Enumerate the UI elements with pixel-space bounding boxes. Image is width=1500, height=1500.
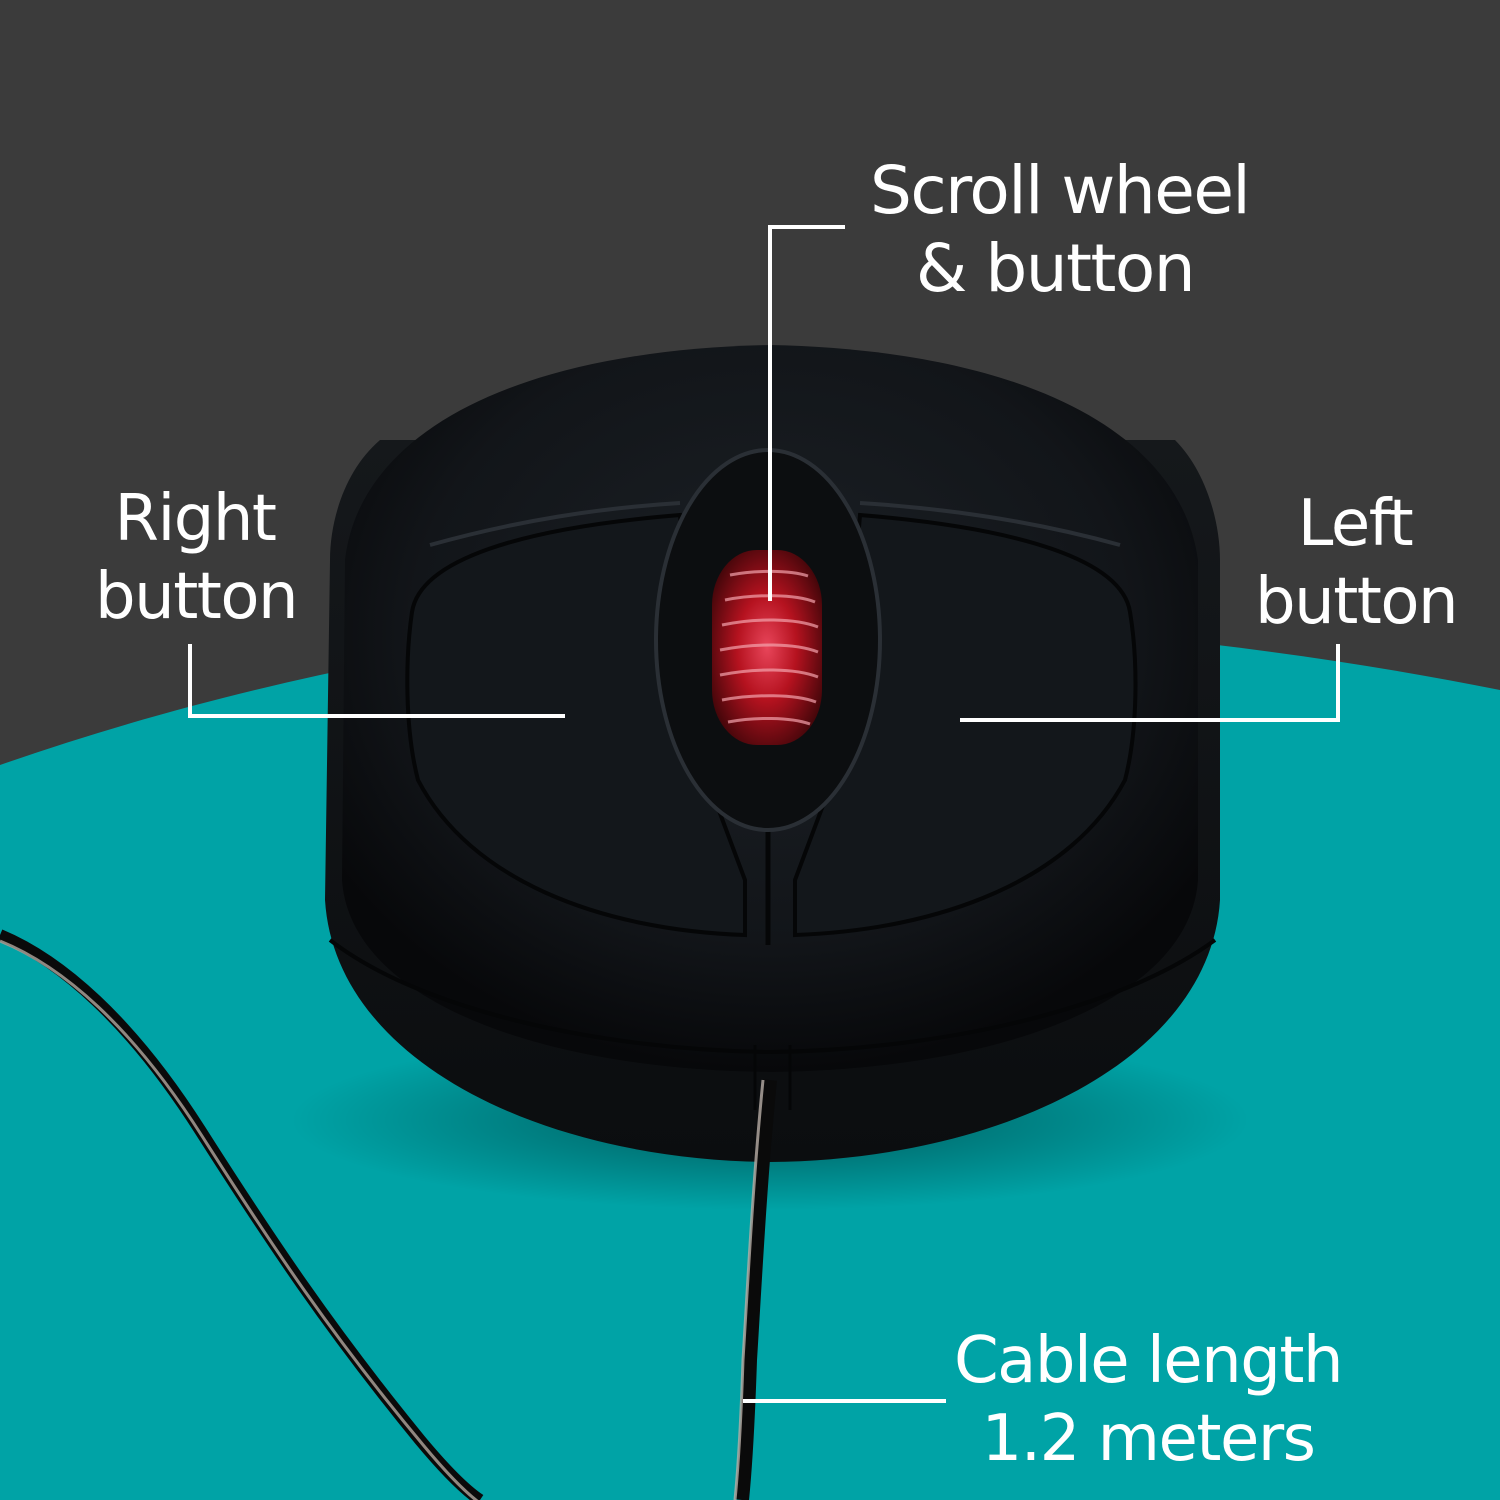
right-button-leader-horizontal <box>188 714 565 718</box>
scroll-wheel-label-line1: Scroll wheel <box>870 152 1251 229</box>
cable-length-label: Cable length 1.2 meters <box>948 1322 1348 1478</box>
right-button-label: Right button <box>95 480 299 636</box>
left-button-label-line1: Left <box>1297 487 1414 561</box>
right-button-label-line1: Right <box>114 482 277 556</box>
scroll-wheel-leader-vertical <box>768 225 772 601</box>
left-button-leader-horizontal <box>960 718 1340 722</box>
scroll-wheel-label: Scroll wheel & button <box>870 152 1251 308</box>
mouse-cable <box>735 1079 777 1500</box>
right-button-label-line2: button <box>95 560 299 634</box>
left-button-label: Left button <box>1255 485 1459 641</box>
left-button-leader-vertical <box>1336 644 1340 722</box>
right-button-leader-vertical <box>188 644 192 718</box>
cable-leader-horizontal <box>743 1399 946 1403</box>
scroll-wheel-leader-horizontal <box>768 225 845 229</box>
scroll-wheel-label-line2: & button <box>915 230 1196 307</box>
left-button-label-line2: button <box>1255 565 1459 639</box>
cable-length-label-line1: Cable length <box>953 1324 1344 1398</box>
cable-length-label-line2: 1.2 meters <box>981 1402 1316 1476</box>
scroll-wheel[interactable] <box>712 550 822 745</box>
